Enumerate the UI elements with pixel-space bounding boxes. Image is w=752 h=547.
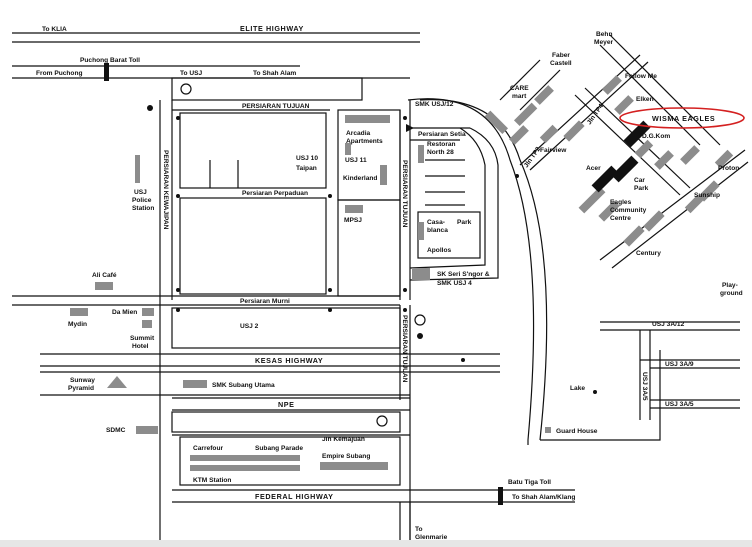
persiaran-tujuan-vertical-lower-label: PERSIARAN TUJUAN <box>401 315 408 383</box>
dg-kom-label: D.G.Kom <box>642 133 670 140</box>
car-label: Car <box>634 177 645 184</box>
persiaran-kewajipan-label: PERSIARAN KEWAJIPAN <box>162 150 169 230</box>
to-usj-label: To USJ <box>180 70 203 77</box>
eagles-label: Eagles <box>610 199 632 206</box>
taipan-label: Taipan <box>296 165 317 172</box>
usj2-label: USJ 2 <box>240 323 259 330</box>
map-labels: ELITE HIGHWAY KESAS HIGHWAY NPE FEDERAL … <box>36 24 743 541</box>
station-label: Station <box>132 205 154 212</box>
elken-label: Elken <box>636 96 654 103</box>
park-label: Park <box>457 219 472 226</box>
behn-label: Behn <box>596 31 612 38</box>
follow-me-label: Follow Me <box>625 73 657 80</box>
summit-label: Summit <box>130 335 155 342</box>
mart-label: mart <box>512 93 527 100</box>
wisma-eagles-marker-ring <box>619 107 745 129</box>
pyramid-label: Pyramid <box>68 385 94 392</box>
elite-highway-label: ELITE HIGHWAY <box>240 24 304 33</box>
casa-label: Casa- <box>427 219 445 226</box>
sunway-label: Sunway <box>70 377 95 384</box>
guard-house-label: Guard House <box>556 428 598 435</box>
wisma-eagles-label: WISMA EAGLES <box>652 114 715 123</box>
ali-cafe-label: Ali Café <box>92 272 117 279</box>
bottom-border <box>0 540 752 547</box>
to-shah-alam-label: To Shah Alam <box>253 70 296 77</box>
century-label: Century <box>636 250 661 257</box>
persiaran-setia-label: Persiaran Setia <box>418 131 466 138</box>
kesas-highway-label: KESAS HIGHWAY <box>255 356 323 365</box>
road-network <box>12 32 749 540</box>
glenmarie-label: Glenmarie <box>415 534 448 541</box>
smk-usj12-label: SMK USJ/12 <box>415 101 454 108</box>
centre-label: Centre <box>610 215 631 222</box>
usj-police-label: USJ <box>134 189 147 196</box>
north28-label: North 28 <box>427 149 454 156</box>
sunship-label: Sunship <box>694 192 720 199</box>
police-label: Police <box>132 197 152 204</box>
usj10-label: USJ 10 <box>296 155 318 162</box>
smk-subang-label: SMK Subang Utama <box>212 382 275 389</box>
apollos-label: Apollos <box>427 247 452 254</box>
playground-label-2: ground <box>720 290 743 297</box>
care-label: CARE <box>510 85 529 92</box>
from-puchong-label: From Puchong <box>36 70 83 77</box>
usj-3a-9-label: USJ 3A/9 <box>665 361 694 368</box>
hotel-label: Hotel <box>132 343 149 350</box>
sdmc-label: SDMC <box>106 427 126 434</box>
subang-parade-label: Subang Parade <box>255 445 303 452</box>
federal-highway-label: FEDERAL HIGHWAY <box>255 492 334 501</box>
to-shah-alam-klang-label: To Shah Alam/Klang <box>512 494 575 501</box>
usj-3a-vertical-label: USJ 3A/5 <box>641 372 648 401</box>
persiaran-tujuan-label: PERSIARAN TUJUAN <box>242 103 310 110</box>
playground-label-1: Play- <box>722 282 738 289</box>
usj-3a-12-label: USJ 3A/12 <box>652 321 685 328</box>
community-label: Community <box>610 207 647 214</box>
apartments-label: Apartments <box>346 138 383 145</box>
da-mien-label: Da Mien <box>112 309 137 316</box>
blanca-label: blanca <box>427 227 448 234</box>
npe-label: NPE <box>278 400 295 409</box>
kinderland-label: Kinderland <box>343 175 377 182</box>
proton-label: Proton <box>718 165 739 172</box>
jln-tp4-label: Jln TP4 <box>586 103 605 126</box>
carrefour-label: Carrefour <box>193 445 223 452</box>
car-park-label: Park <box>634 185 649 192</box>
restoran-label: Restoran <box>427 141 456 148</box>
persiaran-murni-label: Persiaran Murni <box>240 298 290 305</box>
persiaran-tujuan-vertical-label: PERSIARAN TUJUAN <box>401 160 408 228</box>
acer-label: Acer <box>586 165 601 172</box>
batu-tiga-toll-label: Batu Tiga Toll <box>508 479 551 486</box>
to-klia-label: To KLIA <box>42 26 67 33</box>
mpsj-label: MPSJ <box>344 217 362 224</box>
persiaran-perpaduan-label: Persiaran Perpaduan <box>242 190 308 197</box>
meyer-label: Meyer <box>594 39 613 46</box>
sk-seri-label: SK Seri S'ngor & <box>437 271 490 278</box>
lake-label: Lake <box>570 385 585 392</box>
to-glenmarie-label: To <box>415 526 423 533</box>
fairview-label: Fairview <box>540 147 567 154</box>
usj11-label: USJ 11 <box>345 157 367 164</box>
usj-3a-5-label: USJ 3A/5 <box>665 401 694 408</box>
jin-kemajuan-label: Jin Kemajuan <box>322 436 365 443</box>
castell-label: Castell <box>550 60 572 67</box>
arcadia-label: Arcadia <box>346 130 371 137</box>
faber-label: Faber <box>552 52 570 59</box>
puchong-barat-toll-label: Puchong Barat Toll <box>80 57 140 64</box>
empire-subang-label: Empire Subang <box>322 453 370 460</box>
buildings <box>70 75 734 471</box>
smk-usj4-label: SMK USJ 4 <box>437 280 472 287</box>
ktm-station-label: KTM Station <box>193 477 231 484</box>
mydin-label: Mydin <box>68 321 87 328</box>
